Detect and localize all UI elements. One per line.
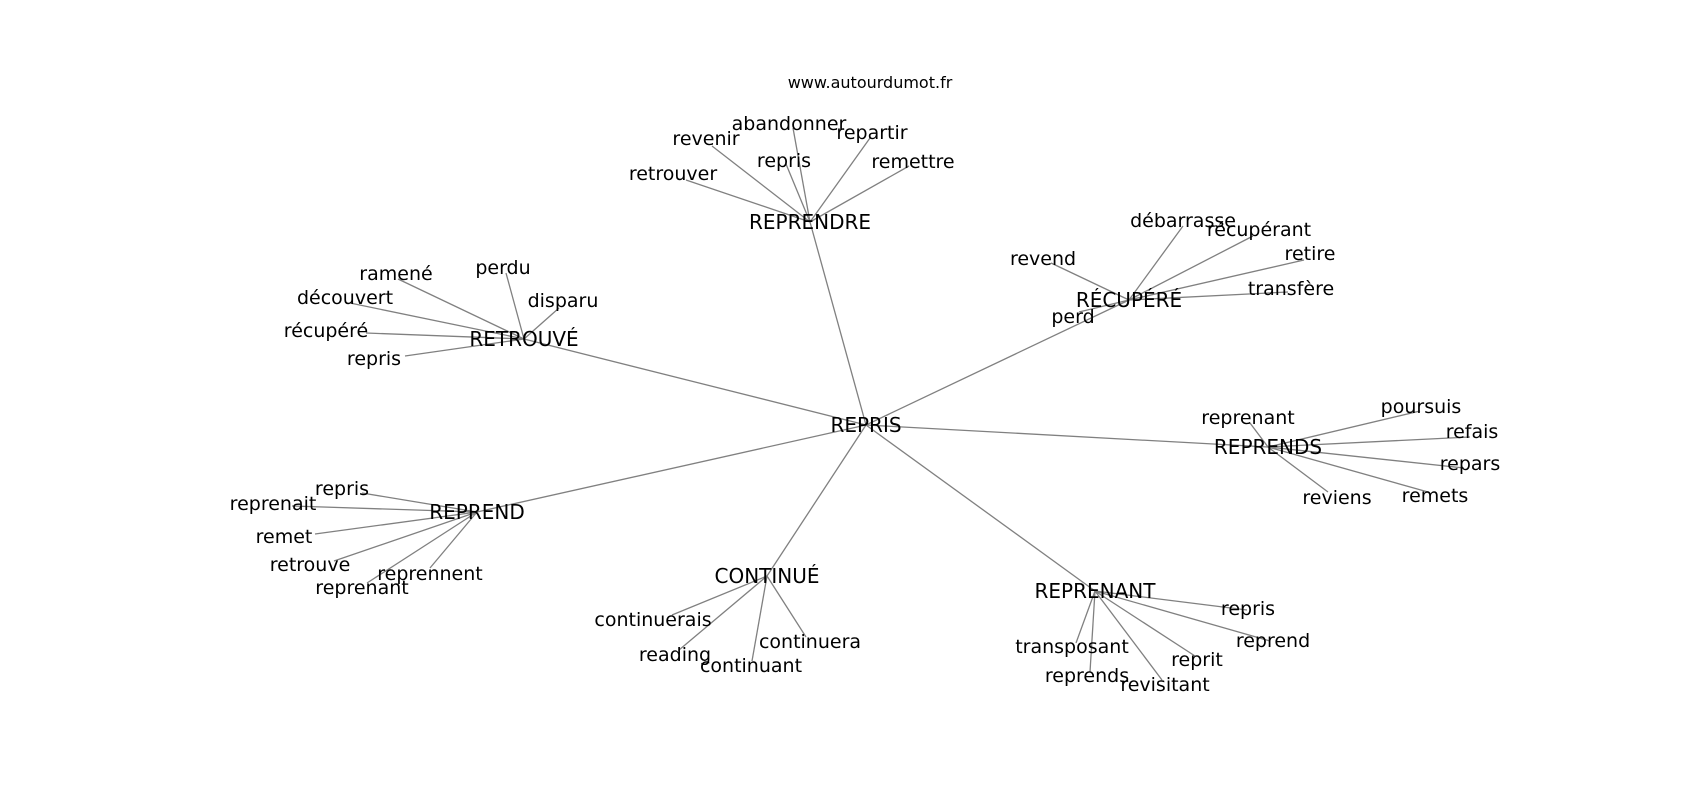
node-leaf-reprendre-revenir[interactable]: revenir	[672, 128, 739, 150]
edge-reprenant-reprends	[1089, 590, 1096, 673]
edge-reprend-reprenait	[291, 505, 478, 513]
node-leaf-retrouve-disparu[interactable]: disparu	[528, 290, 599, 312]
edge-retrouve-repris	[404, 338, 525, 357]
edge-recupere-recuperant	[1128, 235, 1254, 301]
node-leaf-reprend-retrouve[interactable]: retrouve	[270, 554, 351, 576]
edge-reprends-poursuis	[1267, 410, 1421, 448]
node-leaf-reprendre-retrouver[interactable]: retrouver	[629, 163, 718, 185]
edge-retrouve-recupere	[365, 332, 525, 340]
node-leaf-reprends-reviens[interactable]: reviens	[1302, 487, 1371, 509]
node-leaf-reprend-reprennent[interactable]: reprennent	[377, 563, 483, 585]
edge-reprenant-revisitant	[1094, 590, 1163, 681]
edge-reprenant-repris	[1094, 590, 1248, 611]
edge-recupere-revend	[1050, 262, 1130, 301]
node-leaf-retrouve-decouvert[interactable]: découvert	[297, 287, 393, 309]
node-leaf-retrouve-perdu[interactable]: perdu	[475, 257, 530, 279]
edge-root-reprends	[865, 424, 1269, 448]
edge-continue-reading	[678, 575, 768, 651]
node-leaf-reprenant-reprit[interactable]: reprit	[1171, 649, 1223, 671]
edge-reprends-refais	[1267, 436, 1471, 448]
edge-root-recupere	[865, 299, 1130, 426]
node-hub-recupere[interactable]: RÉCUPÉRÉ	[1076, 288, 1182, 312]
node-leaf-reprends-remets[interactable]: remets	[1402, 485, 1469, 507]
node-leaf-reprenant-reprend[interactable]: reprend	[1236, 630, 1310, 652]
edge-reprends-reviens	[1267, 446, 1329, 493]
edge-recupere-debarrasse	[1128, 225, 1184, 301]
edge-recupere-retire	[1128, 259, 1305, 301]
node-leaf-reprenant-repris[interactable]: repris	[1221, 598, 1275, 620]
node-hub-continue[interactable]: CONTINUÉ	[714, 564, 819, 588]
edge-reprendre-retrouver	[685, 179, 811, 223]
node-leaf-retrouve-recupere[interactable]: récupéré	[284, 320, 368, 342]
node-hub-reprendre[interactable]: REPRENDRE	[749, 210, 871, 234]
node-leaf-reprends-reprenant[interactable]: reprenant	[1201, 407, 1294, 429]
edge-reprenant-reprit	[1094, 590, 1196, 657]
node-leaf-reprend-remet[interactable]: remet	[256, 526, 313, 548]
node-leaf-reprendre-repartir[interactable]: repartir	[836, 122, 907, 144]
node-leaf-reprends-repars[interactable]: repars	[1440, 453, 1501, 475]
edge-reprendre-repris	[785, 163, 811, 223]
edge-reprends-reprenant	[1249, 422, 1269, 448]
graph-edges	[291, 127, 1471, 681]
node-leaf-retrouve-ramene[interactable]: ramené	[359, 263, 432, 285]
edge-retrouve-ramene	[397, 278, 525, 340]
node-leaf-reprends-poursuis[interactable]: poursuis	[1381, 396, 1462, 418]
node-hub-reprend[interactable]: REPREND	[429, 500, 525, 524]
edge-retrouve-decouvert	[349, 302, 525, 340]
edge-reprendre-abandonner	[792, 127, 811, 223]
edge-root-reprenant	[865, 424, 1096, 592]
edge-recupere-transfere	[1128, 291, 1289, 301]
edge-reprendre-repartir	[809, 137, 871, 223]
edge-retrouve-perdu	[505, 272, 525, 340]
edge-retrouve-disparu	[523, 307, 560, 340]
edge-root-continue	[766, 424, 867, 577]
edge-reprend-reprenant	[366, 511, 478, 584]
node-leaf-continue-continuera[interactable]: continuera	[759, 631, 861, 653]
edge-reprendre-remettre	[809, 165, 910, 223]
site-url[interactable]: www.autourdumot.fr	[788, 73, 953, 92]
edge-reprends-repars	[1267, 446, 1465, 469]
node-root[interactable]: REPRIS	[830, 413, 901, 437]
node-hub-retrouve[interactable]: RETROUVÉ	[469, 327, 578, 351]
edge-recupere-perd	[1078, 299, 1130, 313]
node-leaf-recupere-retire[interactable]: retire	[1285, 243, 1336, 265]
node-leaf-recupere-recuperant[interactable]: récupérant	[1207, 219, 1311, 241]
node-leaf-continue-reading[interactable]: reading	[639, 644, 711, 666]
node-leaf-reprenant-revisitant[interactable]: revisitant	[1120, 674, 1209, 696]
node-leaf-reprenant-transposant[interactable]: transposant	[1015, 636, 1129, 658]
node-leaf-continue-continuant[interactable]: continuant	[700, 655, 802, 677]
node-hub-reprenant[interactable]: REPRENANT	[1035, 579, 1157, 603]
edge-continue-continuera	[766, 575, 807, 638]
edge-reprend-reprennent	[429, 511, 478, 569]
node-leaf-retrouve-repris[interactable]: repris	[347, 348, 401, 370]
node-leaf-recupere-perd[interactable]: perd	[1051, 306, 1094, 328]
edge-reprend-remet	[314, 511, 478, 535]
node-leaf-reprenant-reprends[interactable]: reprends	[1045, 665, 1129, 687]
edge-reprend-retrouve	[333, 511, 478, 562]
node-leaf-recupere-transfere[interactable]: transfère	[1248, 278, 1334, 300]
edge-root-retrouve	[523, 338, 867, 426]
node-hub-reprends[interactable]: REPRENDS	[1214, 435, 1322, 459]
node-leaf-reprend-reprenait[interactable]: reprenait	[230, 493, 317, 515]
graph-labels: www.autourdumot.fr REPRIS REPRENDRE abando…	[230, 73, 1501, 696]
node-leaf-reprends-refais[interactable]: refais	[1446, 421, 1499, 443]
node-leaf-reprend-repris[interactable]: repris	[315, 478, 369, 500]
node-leaf-reprend-reprenant[interactable]: reprenant	[315, 577, 408, 599]
node-leaf-reprendre-remettre[interactable]: remettre	[871, 151, 954, 173]
edge-reprendre-revenir	[711, 145, 811, 223]
edge-root-reprend	[476, 424, 867, 513]
node-leaf-recupere-revend[interactable]: revend	[1010, 248, 1076, 270]
node-leaf-reprendre-repris[interactable]: repris	[757, 150, 811, 172]
node-leaf-reprendre-abandonner[interactable]: abandonner	[732, 113, 847, 135]
edge-root-reprendre	[809, 221, 867, 426]
edge-continue-continuant	[751, 575, 768, 662]
node-leaf-recupere-debarrasse[interactable]: débarrasse	[1130, 210, 1236, 232]
edge-continue-continuerais	[671, 575, 768, 616]
edge-reprends-remets	[1267, 446, 1429, 493]
node-leaf-continue-continuerais[interactable]: continuerais	[594, 609, 711, 631]
edge-reprend-repris	[361, 492, 478, 513]
edge-reprenant-reprend	[1094, 590, 1271, 642]
edge-reprenant-transposant	[1075, 590, 1096, 644]
